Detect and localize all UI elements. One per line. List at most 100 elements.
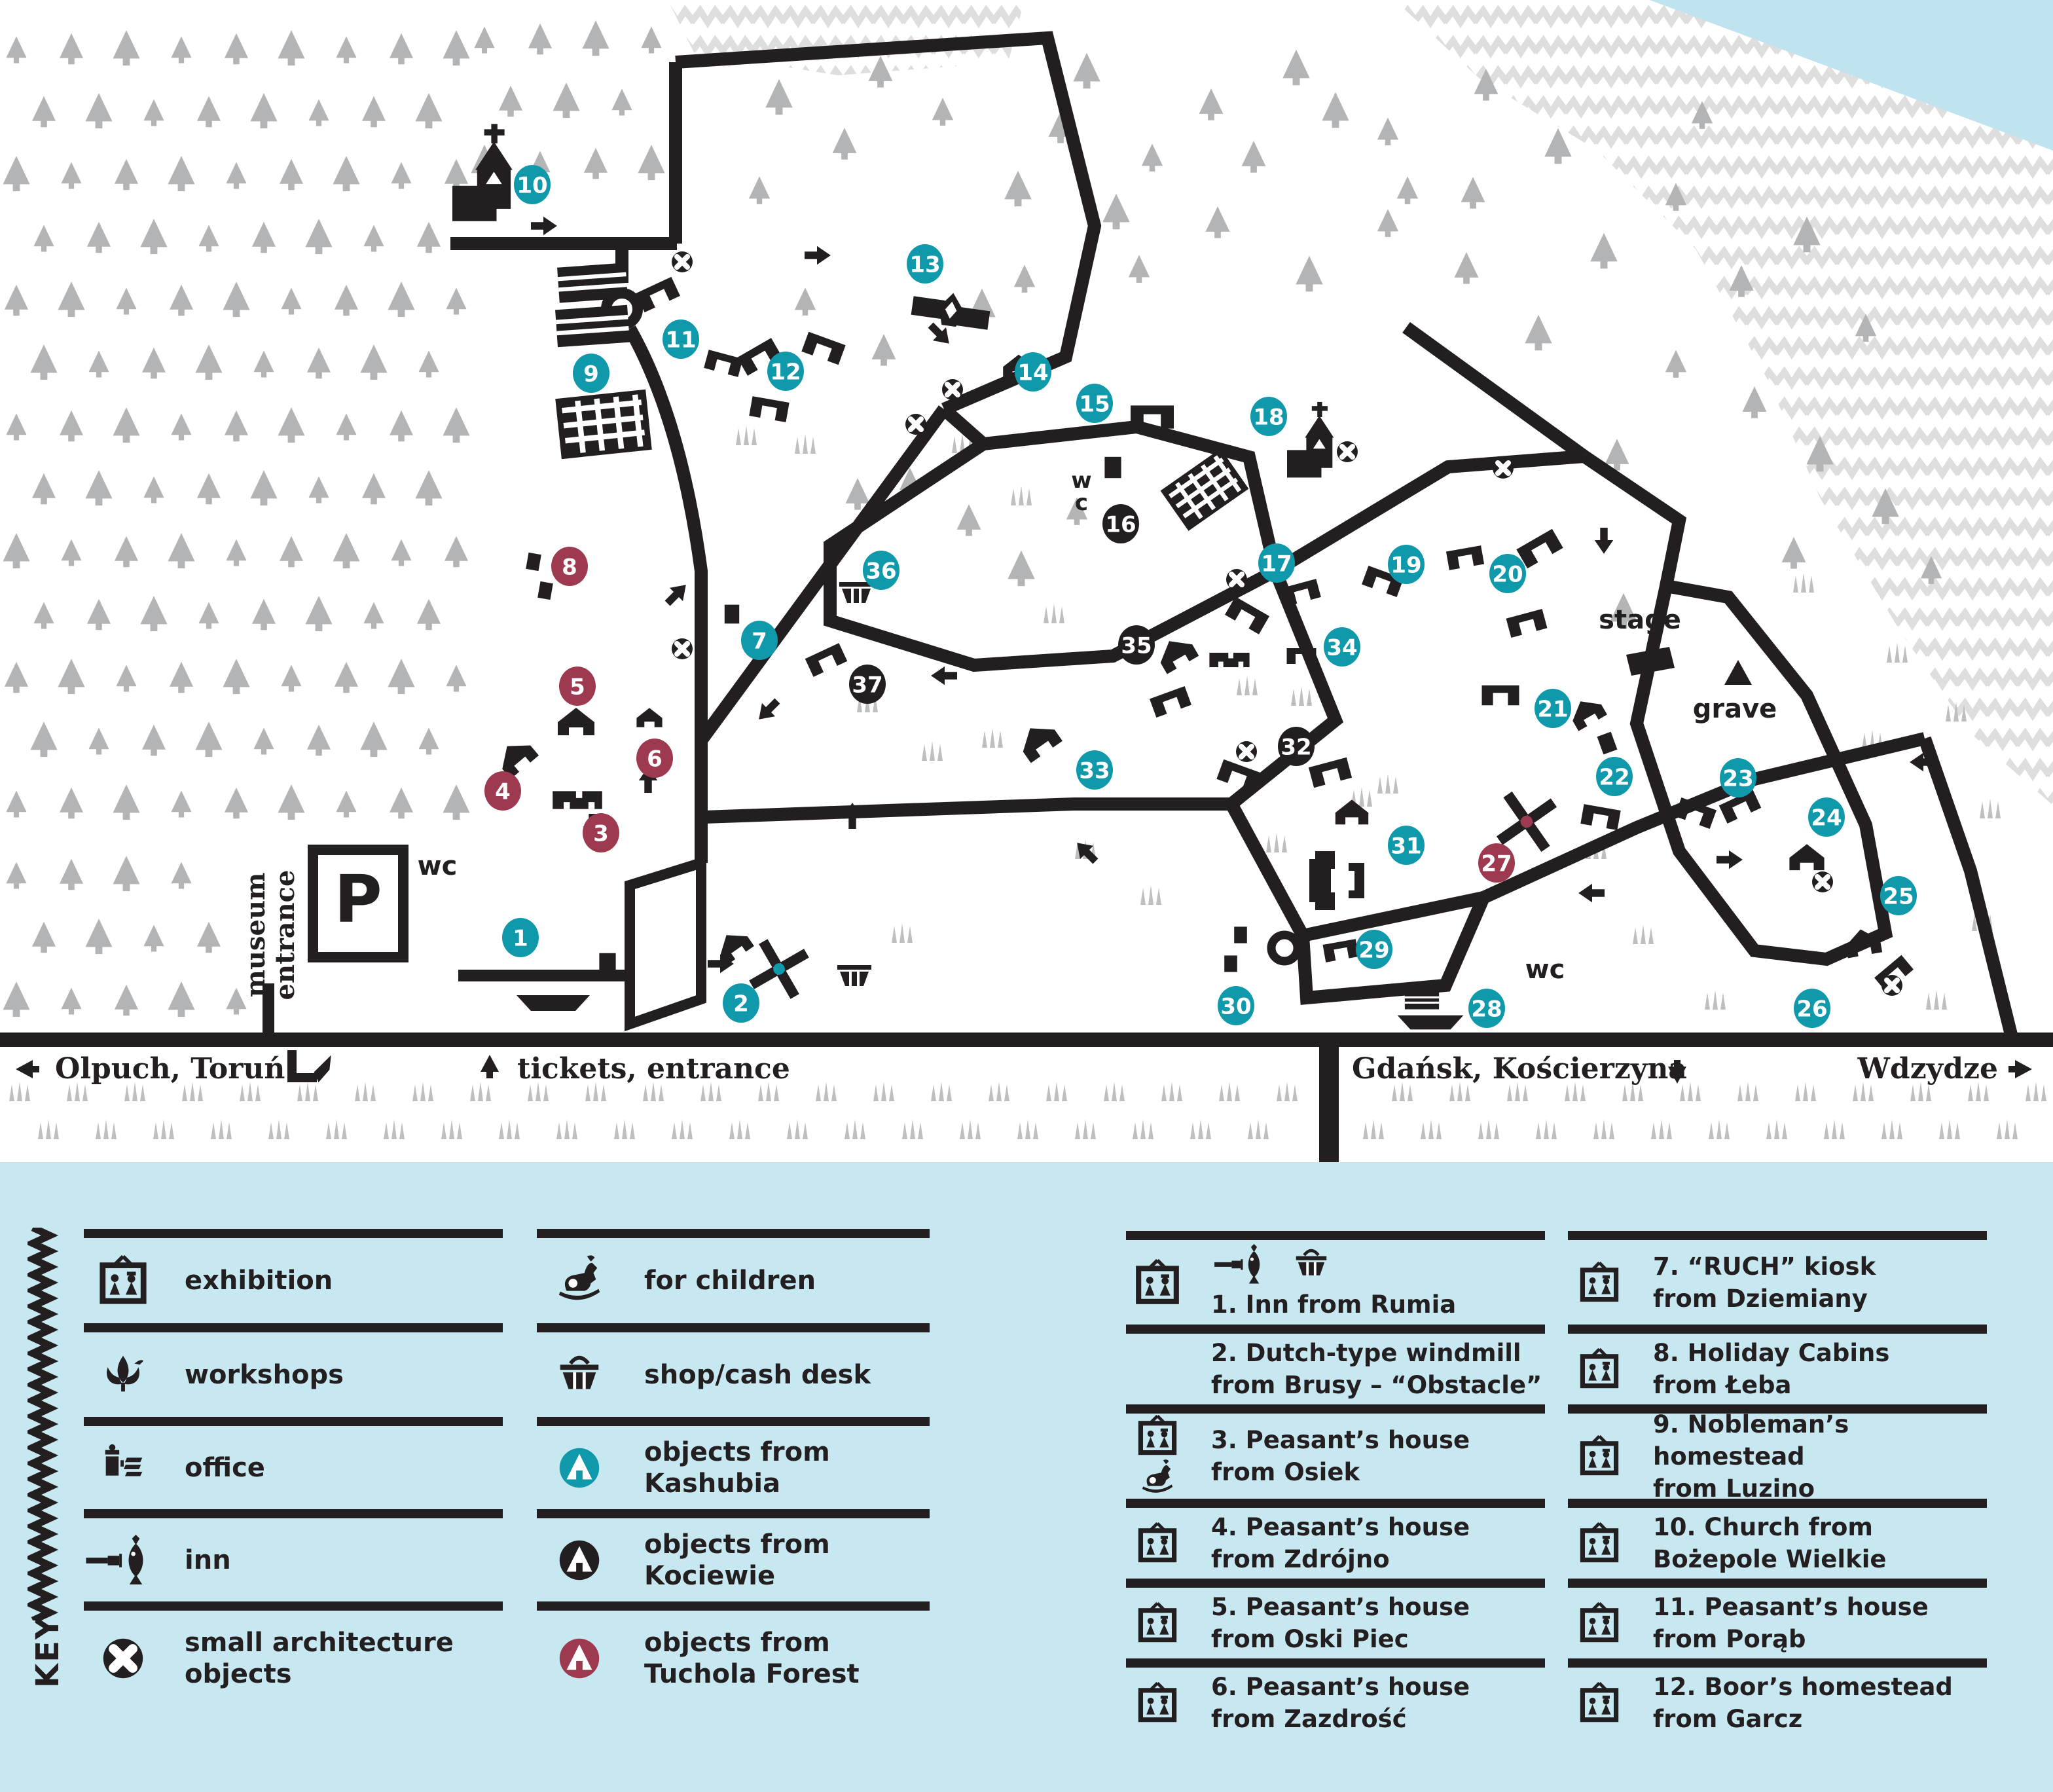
church-icon [1287, 401, 1334, 478]
hut-icon [1150, 686, 1191, 718]
legend-divider [1126, 1658, 1545, 1668]
boat-icon [517, 995, 590, 1011]
svg-text:wc: wc [418, 851, 458, 881]
hut-icon [1322, 939, 1359, 962]
millx-icon [1496, 791, 1557, 852]
svg-text:8: 8 [562, 554, 577, 580]
road-path [624, 325, 708, 863]
hut-icon [1286, 648, 1317, 664]
direction-arrow-icon [531, 216, 557, 236]
legend-divider [84, 1417, 503, 1426]
postmill-icon [911, 293, 990, 330]
key-zigzag-decoration [27, 1228, 59, 1620]
exhibition-icon [1578, 1522, 1620, 1564]
elbow-arrow-icon [287, 1050, 331, 1083]
svg-text:31: 31 [1390, 833, 1421, 859]
shop-icon [1291, 1244, 1332, 1285]
map-marker-32: 32 [1278, 727, 1315, 766]
map-marker-3: 3 [583, 813, 619, 852]
svg-text:25: 25 [1883, 883, 1914, 909]
stripes-icon [1404, 991, 1440, 1010]
legend-divider [1126, 1325, 1545, 1334]
map-marker-33: 33 [1076, 750, 1113, 790]
small-architecture-icon [672, 251, 693, 272]
small-architecture-icon [1226, 569, 1247, 590]
exhibition-icon [1136, 1682, 1178, 1724]
exhibition-icon [1578, 1348, 1620, 1390]
inn-icon [84, 1535, 162, 1586]
badge-tuchola-icon [554, 1633, 605, 1684]
exhibition-icon [1136, 1602, 1178, 1644]
legend-category-badge-kociewie: objects from Kociewie [537, 1524, 930, 1596]
barn-icon [553, 791, 602, 809]
svg-text:17: 17 [1261, 551, 1292, 577]
map-marker-31: 31 [1388, 826, 1425, 865]
direction-arrow-icon [708, 954, 734, 974]
svg-text:28: 28 [1471, 996, 1502, 1022]
map-marker-36: 36 [863, 551, 899, 590]
legend-divider [1568, 1231, 1987, 1240]
house-icon [636, 708, 663, 727]
legend-divider [84, 1229, 503, 1238]
svg-text:5: 5 [570, 674, 585, 700]
map-marker-15: 15 [1076, 384, 1113, 423]
legend-category-label: objects from Tuchola Forest [644, 1628, 860, 1689]
direction-arrow-icon [1717, 850, 1743, 869]
legend-category-label: workshops [185, 1360, 344, 1390]
road-path [625, 856, 706, 1032]
badge-kociewie-icon [554, 1535, 605, 1586]
square-icon [1597, 731, 1618, 755]
legend-item-row: 1. Inn from Rumia [1126, 1239, 1545, 1325]
map-marker-6: 6 [636, 739, 673, 778]
hut-icon [1445, 545, 1485, 570]
road-path [1296, 888, 1495, 1005]
legend-item-icons [1568, 1348, 1631, 1390]
direction-arrow-icon [638, 767, 658, 794]
legend-divider [84, 1509, 503, 1518]
map-marker-16: 16 [1102, 504, 1139, 543]
svg-text:w: w [1071, 467, 1091, 494]
parking-box [308, 845, 409, 962]
barn-icon [1209, 652, 1250, 668]
boat-icon [1397, 1015, 1464, 1030]
map-marker-21: 21 [1535, 689, 1571, 728]
svg-text:36: 36 [865, 558, 896, 584]
hutbig-icon [1309, 851, 1364, 910]
map-marker-9: 9 [573, 354, 609, 393]
legend-category-badge-tuchola: objects from Tuchola Forest [537, 1622, 930, 1694]
direction-arrow-icon [843, 803, 862, 830]
direction-arrow-icon [759, 698, 780, 720]
svg-text:P: P [334, 861, 382, 938]
svg-text:Gdańsk, Kościerzyna: Gdańsk, Kościerzyna [1352, 1052, 1687, 1086]
roundabout [1267, 930, 1302, 966]
badge-kashubia-icon [554, 1442, 605, 1493]
exhibition-icon [1578, 1602, 1620, 1644]
legend-divider [1126, 1579, 1545, 1588]
wc-label-16: wc [1071, 467, 1091, 516]
direction-arrow-icon [1910, 752, 1936, 772]
children-icon [1138, 1459, 1176, 1497]
hut-icon [1225, 596, 1269, 634]
svg-text:15: 15 [1079, 391, 1110, 417]
legend-item-icons [1568, 1602, 1631, 1644]
exhibition-icon [98, 1255, 149, 1306]
map-marker-13: 13 [907, 244, 943, 283]
legend-divider [537, 1509, 930, 1518]
grave-icon [1724, 660, 1752, 685]
office-icon [98, 1442, 149, 1493]
grave-label: grave [1693, 694, 1777, 724]
water-area [1650, 0, 2053, 151]
stage-icon [1626, 647, 1675, 676]
svg-text:27: 27 [1481, 850, 1512, 877]
legend-divider [1568, 1404, 1987, 1414]
legend-category-label: inn [185, 1545, 231, 1575]
hut-icon [704, 350, 743, 377]
hut-icon [1131, 405, 1174, 429]
